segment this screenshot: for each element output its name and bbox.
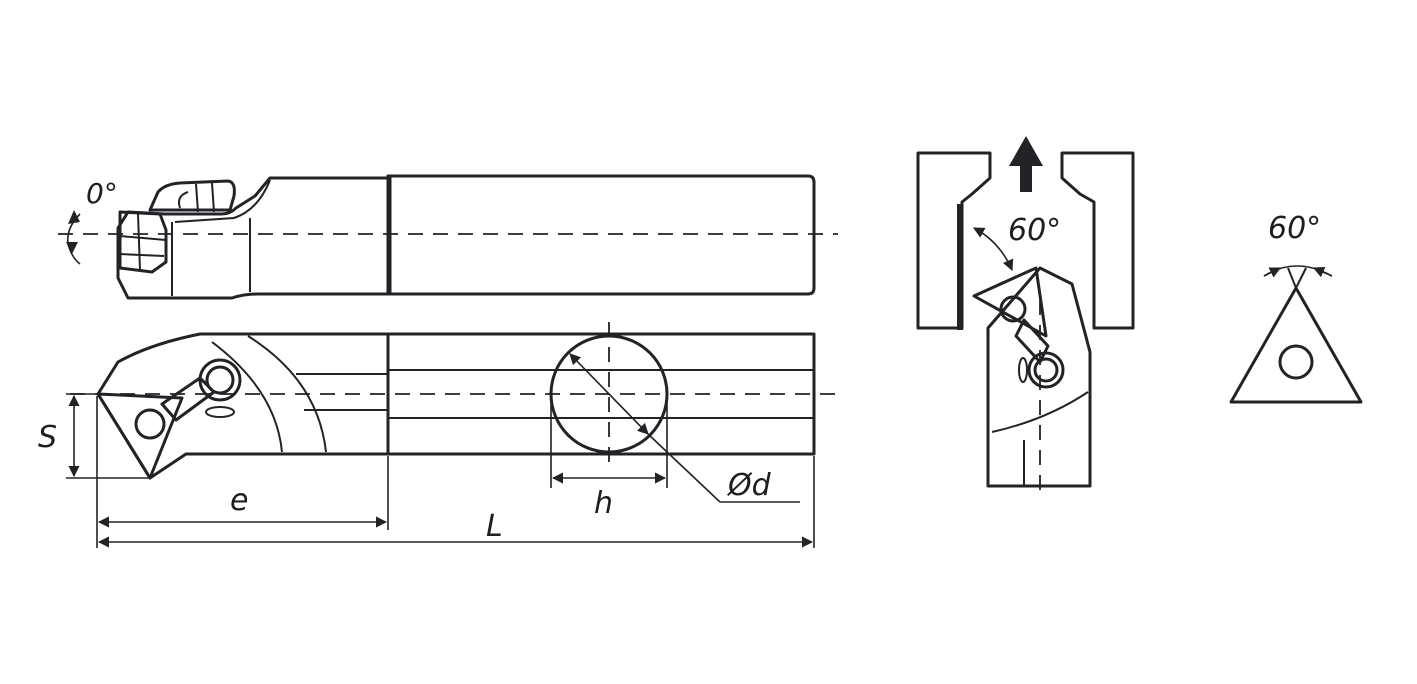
mount-insert — [972, 266, 1048, 338]
insert-angle-arrow — [1263, 267, 1282, 278]
insert-edge — [137, 213, 141, 271]
clamp-screw-outer — [198, 358, 242, 402]
s-label: S — [38, 420, 57, 455]
h-label: h — [594, 486, 613, 521]
insert-center-hole — [134, 408, 166, 440]
insert-angle-arrow — [1312, 266, 1333, 278]
top-view-head — [96, 332, 390, 480]
l-label: L — [486, 509, 503, 544]
insert-angle-leg — [1287, 267, 1297, 289]
head-seam — [174, 179, 271, 223]
clamp-line — [211, 182, 215, 213]
side-view-head — [116, 176, 392, 300]
rake-angle-arrowhead — [66, 242, 78, 254]
holder-curve — [991, 391, 1089, 433]
insert-detail: 60° — [1229, 211, 1363, 404]
insert-edge — [119, 235, 167, 241]
side-view: 0° — [58, 174, 838, 300]
mount-screw-outer — [1027, 351, 1065, 389]
insert-angle-leg — [1295, 267, 1307, 289]
side-view-shank — [386, 174, 816, 296]
diameter-leader — [647, 433, 721, 503]
mount-angle-arc — [973, 227, 1014, 272]
diameter-label: Ød — [726, 468, 772, 503]
rake-angle-arrowhead — [68, 210, 80, 224]
right-jaw — [1060, 151, 1135, 330]
mount-screw-inner — [1033, 357, 1059, 383]
clamp-curve — [178, 191, 189, 209]
insert-triangle — [1229, 286, 1363, 404]
left-jaw — [916, 151, 992, 330]
e-label: e — [230, 483, 248, 518]
head-curve — [211, 341, 283, 453]
head-curve — [247, 335, 327, 453]
insert-hole — [1278, 344, 1314, 380]
top-view-insert — [96, 392, 184, 480]
rake-angle-label: 0° — [86, 177, 118, 210]
side-view-insert — [118, 210, 168, 274]
arrow-up-icon — [1009, 136, 1043, 192]
screw-hole — [205, 406, 235, 418]
mount-screw-hole — [1018, 357, 1028, 383]
insert-edge — [119, 253, 165, 257]
diameter-dimension — [569, 353, 649, 435]
top-view: Ød h S e L — [38, 322, 838, 548]
clamp-screw-inner — [205, 365, 235, 395]
mount-insert-hole — [999, 295, 1027, 323]
mount-angle-label: 60° — [1008, 213, 1061, 248]
mount-holder-head — [986, 266, 1092, 488]
insert-angle-label: 60° — [1268, 211, 1321, 246]
side-view-clamp — [148, 179, 236, 212]
mounting-detail: 60° — [916, 136, 1135, 496]
clamp-line — [195, 183, 199, 213]
